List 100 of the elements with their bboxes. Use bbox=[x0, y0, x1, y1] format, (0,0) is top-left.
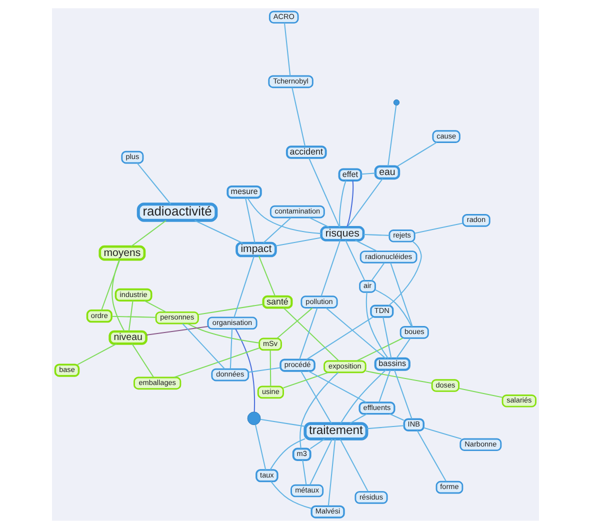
node-box: TDN bbox=[370, 304, 394, 318]
connector bbox=[365, 292, 388, 359]
node-box: usine bbox=[256, 386, 284, 399]
connector bbox=[282, 372, 328, 388]
node-box: radionucléides bbox=[359, 250, 417, 264]
node-box: air bbox=[358, 280, 376, 293]
node-box: Narbonne bbox=[459, 438, 502, 452]
connector bbox=[276, 308, 312, 339]
connector bbox=[244, 198, 255, 244]
node-box: traitement bbox=[303, 422, 368, 440]
connector bbox=[388, 241, 422, 306]
connector bbox=[354, 240, 377, 252]
connector bbox=[246, 198, 321, 234]
node-box: bassins bbox=[374, 357, 410, 371]
connector bbox=[344, 240, 365, 281]
node-box: rejets bbox=[388, 230, 415, 242]
connector bbox=[298, 308, 318, 360]
connector bbox=[269, 438, 305, 470]
connector bbox=[229, 328, 232, 369]
node-box: effluents bbox=[358, 402, 395, 415]
node-box: métaux bbox=[290, 484, 324, 498]
node-box: doses bbox=[430, 379, 460, 392]
connector bbox=[423, 427, 462, 440]
node-box: contamination bbox=[269, 205, 324, 218]
connector bbox=[320, 240, 340, 296]
connector bbox=[130, 220, 166, 247]
connector bbox=[458, 388, 502, 398]
connector bbox=[346, 180, 354, 228]
connector bbox=[254, 424, 266, 470]
connector bbox=[393, 370, 412, 420]
node-box: mSv bbox=[258, 338, 282, 351]
node-box: INB bbox=[402, 418, 424, 432]
connector bbox=[270, 481, 311, 509]
connector bbox=[307, 370, 366, 403]
connector bbox=[128, 300, 133, 332]
connector bbox=[346, 178, 383, 228]
connector bbox=[416, 430, 446, 482]
connector bbox=[136, 162, 171, 204]
connector bbox=[365, 370, 432, 384]
connector bbox=[327, 439, 336, 506]
node-box: moyens bbox=[98, 245, 146, 261]
connector bbox=[111, 316, 156, 318]
connector bbox=[378, 370, 390, 403]
connector bbox=[382, 316, 392, 358]
node-box: forme bbox=[435, 480, 463, 494]
connector bbox=[308, 158, 340, 228]
connector bbox=[233, 256, 254, 318]
connector bbox=[111, 259, 124, 332]
node-box: Tchernobyl bbox=[268, 75, 313, 88]
connector bbox=[186, 323, 259, 344]
node-box: cause bbox=[432, 130, 460, 143]
connector bbox=[306, 316, 373, 360]
connector bbox=[363, 234, 389, 236]
node-box: salariés bbox=[501, 394, 536, 408]
node-box: plus bbox=[120, 150, 144, 164]
connector bbox=[100, 259, 120, 310]
node-box: niveau bbox=[108, 330, 147, 345]
connector bbox=[388, 413, 404, 421]
node-circle bbox=[246, 412, 260, 426]
connector bbox=[131, 343, 154, 378]
node-box: radon bbox=[462, 214, 490, 227]
node-box: risques bbox=[320, 226, 364, 242]
node-box: exposition bbox=[323, 360, 366, 374]
connector bbox=[260, 418, 305, 427]
connector bbox=[396, 142, 437, 167]
connector bbox=[299, 372, 338, 449]
connector bbox=[262, 217, 291, 244]
connector bbox=[269, 350, 271, 386]
connector bbox=[173, 348, 259, 378]
connector bbox=[76, 343, 116, 366]
connector bbox=[291, 87, 306, 146]
node-box: personnes bbox=[154, 311, 198, 324]
connector bbox=[366, 425, 404, 430]
node-box: radioactivité bbox=[136, 202, 218, 222]
connector bbox=[248, 367, 280, 373]
connector bbox=[302, 460, 306, 486]
node-box: ordre bbox=[86, 310, 112, 323]
node-box: impact bbox=[235, 242, 276, 258]
node-box: accident bbox=[285, 146, 326, 159]
node-box: organisation bbox=[206, 316, 257, 330]
connector bbox=[234, 328, 255, 412]
connector bbox=[300, 370, 332, 424]
connector bbox=[370, 262, 384, 282]
connector bbox=[309, 438, 324, 450]
connector bbox=[340, 370, 386, 424]
connector bbox=[395, 338, 410, 359]
node-box: ACRO bbox=[268, 10, 298, 24]
connector bbox=[146, 326, 208, 336]
node-box: taux bbox=[255, 469, 278, 482]
node-box: pollution bbox=[300, 296, 338, 308]
connector bbox=[194, 220, 242, 244]
connector bbox=[339, 438, 368, 492]
connector bbox=[414, 222, 462, 234]
node-box: industrie bbox=[114, 288, 152, 302]
node-box: procédé bbox=[279, 358, 315, 372]
connector bbox=[374, 289, 412, 327]
connector bbox=[182, 323, 225, 370]
connector bbox=[282, 307, 339, 362]
node-box: base bbox=[54, 364, 80, 377]
connector bbox=[387, 105, 396, 166]
